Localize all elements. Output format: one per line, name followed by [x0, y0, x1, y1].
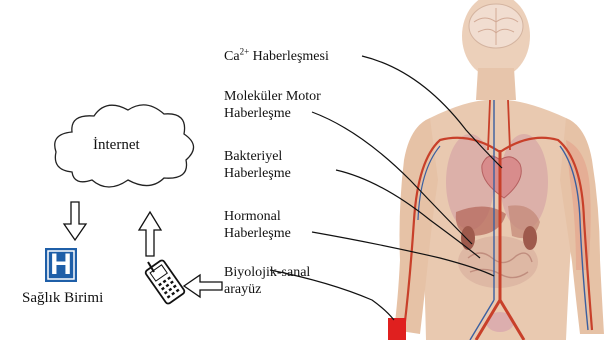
biointerface-line1: Biyolojik-sanal — [224, 264, 310, 281]
arrow-icon — [139, 212, 161, 256]
bacterial-line1: Bakteriyel — [224, 148, 291, 165]
ca-superscript: 2+ — [240, 46, 250, 56]
cloud-label: İnternet — [93, 137, 140, 154]
hospital-label: Sağlık Birimi — [22, 290, 103, 307]
ca-base: Ca — [224, 49, 240, 64]
biointerface-label: Biyolojik-sanal arayüz — [224, 264, 310, 298]
molecular-motor-label: Moleküler Motor Haberleşme — [224, 88, 321, 122]
biointerface-patch — [388, 318, 406, 340]
bacterial-line2: Haberleşme — [224, 165, 291, 182]
arrow-icon — [184, 275, 222, 297]
ca-rest: Haberleşmesi — [249, 49, 329, 64]
bacterial-label: Bakteriyel Haberleşme — [224, 148, 291, 182]
hospital-letter: H — [50, 248, 72, 282]
arrow-icon — [64, 202, 86, 240]
ca-signaling-label: Ca2+ Haberleşmesi — [224, 48, 329, 65]
human-body-illustration — [394, 0, 604, 340]
molecular-line1: Moleküler Motor — [224, 88, 321, 105]
mobile-phone-icon — [145, 259, 186, 304]
hormonal-line1: Hormonal — [224, 208, 291, 225]
hormonal-line2: Haberleşme — [224, 225, 291, 242]
biointerface-line2: arayüz — [224, 281, 310, 298]
hormonal-label: Hormonal Haberleşme — [224, 208, 291, 242]
molecular-line2: Haberleşme — [224, 105, 321, 122]
